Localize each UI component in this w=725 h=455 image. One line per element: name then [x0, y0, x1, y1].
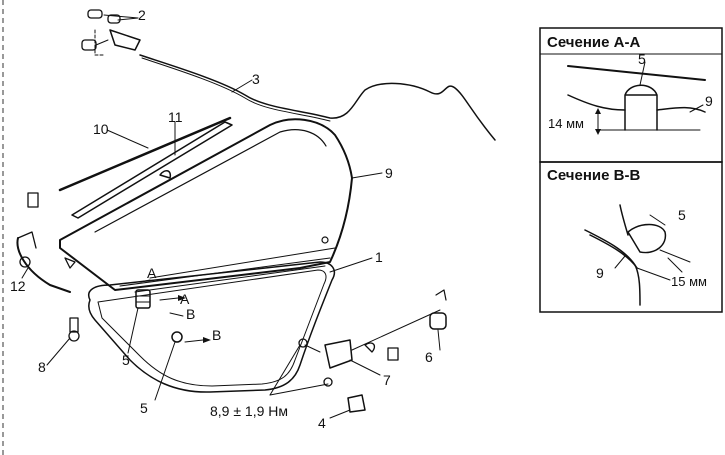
section-mark-b-lower: B — [212, 327, 221, 343]
callout-10: 10 — [93, 121, 109, 137]
section-bb-label-9: 9 — [596, 265, 604, 281]
callout-2: 2 — [138, 7, 146, 23]
callout-11: 11 — [168, 109, 183, 125]
hinge — [16, 192, 76, 293]
callout-6: 6 — [425, 349, 433, 365]
callout-12: 12 — [10, 278, 26, 294]
callout-1: 1 — [375, 249, 383, 265]
section-bb-title: Сечение В-В — [547, 167, 640, 184]
callout-5-lower: 5 — [140, 400, 148, 416]
rod-clip — [159, 170, 172, 179]
key-cylinder — [429, 289, 447, 330]
release-cable — [139, 54, 496, 141]
hinge-bolt — [68, 317, 80, 342]
weatherstrip-inner — [97, 269, 327, 387]
section-aa-dimension: 14 мм — [548, 116, 584, 131]
section-mark-a-upper: A — [147, 265, 157, 281]
callout-9: 9 — [385, 165, 393, 181]
callout-8: 8 — [38, 359, 46, 375]
section-mark-b-upper: B — [186, 306, 195, 322]
lid-lock — [298, 309, 441, 387]
section-aa-panel: Сечение А-А 5 9 14 мм — [539, 27, 723, 163]
lid-stay-rod-2 — [71, 121, 233, 219]
section-aa-label-5: 5 — [638, 51, 646, 67]
trunk-lid — [59, 118, 353, 293]
callout-3: 3 — [252, 71, 260, 87]
lid-stay-rod — [58, 116, 232, 192]
lid-bumper-lower — [171, 331, 183, 343]
section-aa-label-9: 9 — [705, 93, 713, 109]
torque-spec: 8,9 ± 1,9 Нм — [210, 403, 288, 419]
callout-5-upper: 5 — [122, 352, 130, 368]
callout-7: 7 — [383, 372, 391, 388]
section-aa-title: Сечение А-А — [547, 34, 640, 51]
weatherstrip — [88, 261, 336, 393]
section-bb-dimension: 15 мм — [671, 274, 707, 289]
section-bb-label-5: 5 — [678, 207, 686, 223]
section-bb-panel: Сечение В-В 5 9 15 мм — [539, 161, 723, 313]
release-lever-assembly — [81, 9, 141, 56]
section-mark-a-lower: A — [180, 291, 190, 307]
section-mark-lines — [139, 279, 211, 343]
lid-bumper-upper — [135, 289, 151, 309]
striker — [347, 394, 366, 413]
leader-lines — [21, 14, 441, 419]
callout-4: 4 — [318, 415, 326, 431]
